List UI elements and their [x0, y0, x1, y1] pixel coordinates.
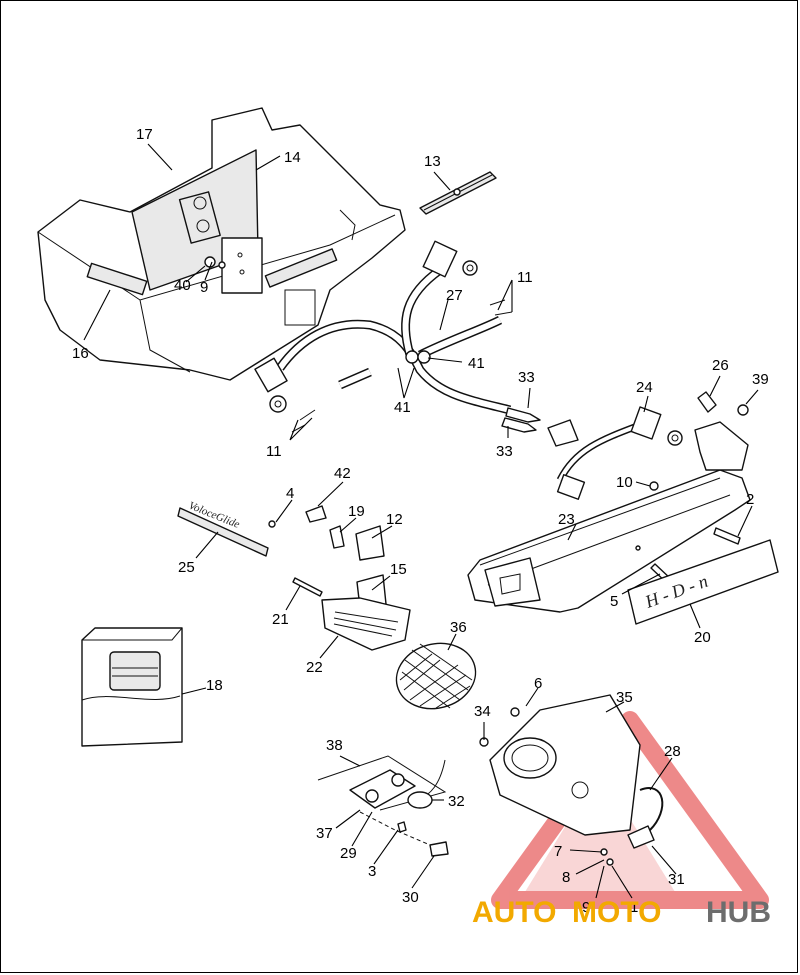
callout-33: 33	[496, 443, 513, 460]
callout-23: 23	[558, 511, 575, 528]
wiring-harness	[254, 240, 541, 433]
watermark-hub: HUB	[706, 896, 771, 929]
callout-34: 34	[474, 703, 491, 720]
screws	[268, 520, 741, 585]
callout-7: 7	[554, 843, 562, 860]
callout-32: 32	[448, 793, 465, 810]
callout-35: 35	[616, 689, 633, 706]
wire-connector	[600, 787, 664, 866]
leader-lines	[83, 143, 759, 899]
callout-42: 42	[334, 465, 351, 482]
callout-24: 24	[636, 379, 653, 396]
callout-12: 12	[386, 511, 403, 528]
callout-37: 37	[316, 825, 333, 842]
callout-30: 30	[402, 889, 419, 906]
tail-lamp-assembly	[467, 421, 751, 613]
callout-41: 41	[468, 355, 485, 372]
switch-assembly	[317, 755, 449, 857]
callout-3: 3	[368, 863, 376, 880]
callout-21: 21	[272, 611, 289, 628]
callout-5: 5	[610, 593, 618, 610]
callout-9: 9	[582, 899, 590, 916]
callout-6: 6	[534, 675, 542, 692]
decal-sheet	[81, 627, 183, 747]
callout-18: 18	[206, 677, 223, 694]
callout-22: 22	[306, 659, 323, 676]
brackets	[305, 505, 411, 651]
callout-10: 10	[616, 474, 633, 491]
callout-19: 19	[348, 503, 365, 520]
callout-27: 27	[446, 287, 463, 304]
callout-11: 11	[517, 269, 533, 286]
badge: VoloceGlide	[177, 500, 323, 597]
callout-31: 31	[668, 871, 685, 888]
callout-20: 20	[694, 629, 711, 646]
callout-15: 15	[390, 561, 407, 578]
callout-1: 1	[630, 899, 638, 916]
callout-8: 8	[562, 869, 570, 886]
watermark-moto: MOTO	[572, 896, 661, 929]
callout-39: 39	[752, 371, 769, 388]
callout-labels: 17 14 13 11 27 40 9 16 41 41 26 24 39 33…	[72, 126, 769, 916]
callout-16: 16	[72, 345, 89, 362]
callout-40: 40	[174, 277, 191, 294]
watermark-text: AUTO MOTO HUB	[472, 896, 771, 929]
callout-36: 36	[450, 619, 467, 636]
callout-28: 28	[664, 743, 681, 760]
tour-pak-liner	[37, 107, 406, 381]
callout-33: 33	[518, 369, 535, 386]
callout-2: 2	[746, 491, 754, 508]
callout-14: 14	[284, 149, 301, 166]
callout-17: 17	[136, 126, 153, 143]
callout-25: 25	[178, 559, 195, 576]
socket-and-bulbs	[547, 391, 749, 500]
callout-9: 9	[200, 279, 208, 296]
callout-41: 41	[394, 399, 411, 416]
callout-4: 4	[286, 485, 294, 502]
callout-13: 13	[424, 153, 441, 170]
speaker-mesh	[395, 642, 477, 710]
callout-29: 29	[340, 845, 357, 862]
callout-26: 26	[712, 357, 729, 374]
callout-38: 38	[326, 737, 343, 754]
callout-11: 11	[266, 443, 282, 460]
pad-strip	[419, 171, 497, 215]
watermark-auto: AUTO	[472, 896, 556, 929]
mounting-plate	[479, 694, 641, 836]
